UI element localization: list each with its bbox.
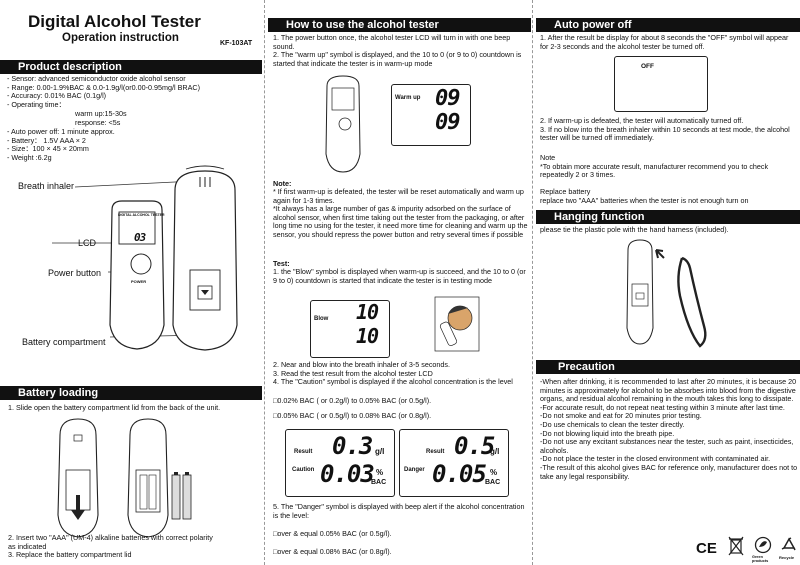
column-separator <box>532 0 533 565</box>
column-separator <box>264 0 265 565</box>
column-power-hanging-precaution: Auto power off 1. After the result be di… <box>536 0 800 565</box>
column-how-to-use: How to use the alcohol tester 1. The pow… <box>268 0 531 565</box>
blowing-person-illustration <box>434 296 480 352</box>
device-brand-text: DIGITAL ALCOHOL TESTER <box>118 213 165 217</box>
danger-bac-unit: BAC <box>485 479 501 486</box>
label-battery-compartment: Battery compartment <box>22 337 106 347</box>
doc-title: Digital Alcohol Tester <box>28 12 201 31</box>
battery-step-1: 1. Slide open the battery compartment li… <box>8 403 221 412</box>
blow-lcd-display <box>310 300 390 358</box>
danger-result-label: Result <box>426 449 445 455</box>
danger-result-unit: g/l <box>490 447 500 456</box>
caution-level-2: □0.05% BAC ( or 0.5g/l) to 0.08% BAC (or… <box>273 411 432 420</box>
blow-label: Blow <box>314 316 329 322</box>
recycle-label: Recycle <box>779 555 795 560</box>
precaution-header: Precaution <box>536 360 800 374</box>
battery-step-2-3: 2. Insert two "AAA" (UM-4) alkaline batt… <box>8 533 213 560</box>
green-products-label: Green products <box>752 555 769 563</box>
danger-percent: % <box>490 468 498 477</box>
caution-bac-value: 0.03 <box>320 460 375 488</box>
device-lcd-reading: 03 <box>134 231 146 244</box>
accuracy-note: Note *To obtain more accurate result, ma… <box>540 153 769 180</box>
auto-power-off-steps-2-3: 2. If warm-up is defeated, the tester wi… <box>540 116 790 143</box>
spec-warmup: warm up:15-30s <box>75 109 127 118</box>
ce-mark: CE <box>696 540 717 557</box>
blow-top-digits: 10 <box>356 300 379 324</box>
device-illustration <box>52 165 238 351</box>
caution-lcd-display <box>285 429 395 497</box>
blow-bottom-digits: 10 <box>356 324 379 348</box>
note-title: Note: <box>273 179 292 188</box>
auto-power-off-step-1: 1. After the result be display for about… <box>540 33 789 51</box>
note-text: * If first warm-up is defeated, the test… <box>273 187 528 239</box>
spec-list-2: - Auto power off: 1 minute approx. - Bat… <box>7 127 115 162</box>
hanging-function-text: please tie the plastic pole with the han… <box>540 225 729 234</box>
caution-level-1: □0.02% BAC ( or 0.2g/l) to 0.05% BAC (or… <box>273 396 432 405</box>
test-steps-2-4: 2. Near and blow into the breath inhaler… <box>273 360 513 387</box>
green-products-icon <box>754 536 772 554</box>
battery-illustration <box>57 418 192 538</box>
caution-bac-unit: BAC <box>371 479 387 486</box>
hanging-illustration <box>626 239 707 348</box>
warmup-lcd-display <box>391 84 471 146</box>
test-step-1: 1. the "Blow" symbol is displayed when w… <box>273 267 526 285</box>
how-to-use-header: How to use the alcohol tester <box>268 18 531 32</box>
precaution-list: -When after drinking, it is recommended … <box>540 377 798 481</box>
weee-bin-icon <box>728 536 744 556</box>
label-lcd: LCD <box>78 238 97 248</box>
warmup-device-illustration <box>325 75 361 173</box>
replace-battery-text: Replace battery replace two "AAA" batter… <box>540 187 749 205</box>
caution-result-label: Result <box>294 449 313 455</box>
off-lcd-display <box>614 56 708 112</box>
auto-power-off-header: Auto power off <box>536 18 800 32</box>
warmup-top-digits: 09 <box>435 86 460 111</box>
label-power-button: Power button <box>48 268 102 278</box>
danger-label: Danger <box>404 467 425 473</box>
danger-bac-value: 0.05 <box>432 460 487 488</box>
caution-result-value: 0.3 <box>332 432 373 460</box>
caution-result-unit: g/l <box>375 447 385 456</box>
spec-response: response: <5s <box>75 118 121 127</box>
model-number: KF-103AT <box>220 40 253 47</box>
hanging-function-header: Hanging function <box>536 210 800 224</box>
caution-percent: % <box>376 468 384 477</box>
spec-list: - Sensor: advanced semiconductor oxide a… <box>7 74 200 109</box>
doc-subtitle: Operation instruction <box>62 32 179 44</box>
battery-loading-header: Battery loading <box>0 386 262 400</box>
warmup-bottom-digits: 09 <box>435 110 460 135</box>
device-power-text: POWER <box>131 279 147 284</box>
caution-label: Caution <box>292 467 315 473</box>
column-product: Digital Alcohol Tester Operation instruc… <box>0 0 262 565</box>
danger-lcd-display <box>399 429 509 497</box>
danger-level-2: □over & equal 0.08% BAC (or 0.8g/l). <box>273 547 392 556</box>
danger-result-value: 0.5 <box>454 432 495 460</box>
how-to-use-intro: 1. The power button once, the alcohol te… <box>273 33 522 68</box>
product-description-header: Product description <box>0 60 262 74</box>
test-step-5: 5. The "Danger" symbol is displayed with… <box>273 502 525 520</box>
label-breath-inhaler: Breath inhaler <box>18 181 75 191</box>
danger-level-1: □over & equal 0.05% BAC (or 0.5g/l). <box>273 529 392 538</box>
test-title: Test: <box>273 259 290 268</box>
off-label: OFF <box>641 63 654 70</box>
warmup-label: Warm up <box>395 95 421 101</box>
recycle-icon <box>781 537 796 551</box>
